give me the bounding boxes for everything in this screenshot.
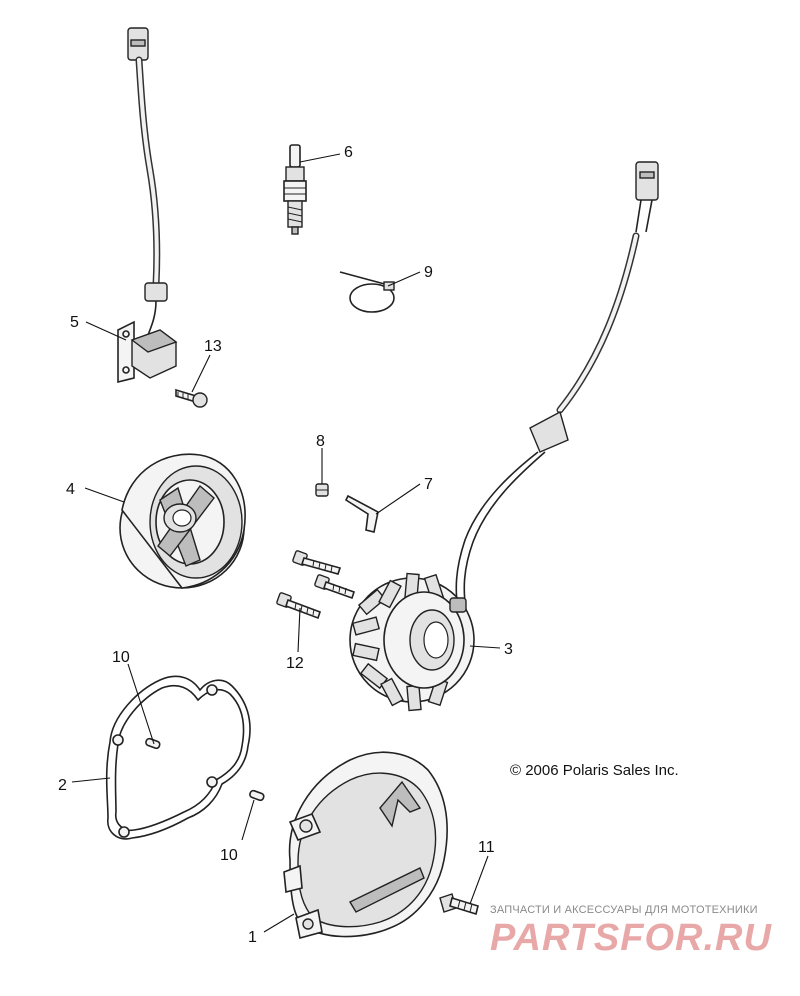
callout-7: 7 [424,476,433,493]
callout-2: 2 [58,777,67,794]
copyright-notice: © 2006 Polaris Sales Inc. [510,762,679,779]
screw-13 [175,388,208,408]
cover-badge [349,867,425,913]
spark-plug [283,144,307,235]
bolts-12 [276,550,356,620]
bolt-8 [315,483,329,497]
cover-rib [379,780,422,828]
dowel-pin-a [145,737,161,750]
watermark: ЗАПЧАСТИ И АКСЕССУАРЫ ДЛЯ МОТОТЕХНИКИ PA… [490,904,772,959]
callout-labels: 1 2 3 4 5 6 7 8 9 10 10 11 12 13 [58,144,513,946]
callout-4: 4 [66,481,75,498]
sensor-bracket [117,320,135,384]
callout-9: 9 [424,264,433,281]
screw-11 [439,893,479,916]
cover-gasket [105,675,251,840]
callout-8: 8 [316,433,325,450]
dowel-pin-b [249,789,265,802]
stator-connector [635,161,659,201]
flywheel [119,453,246,589]
watermark-tagline: ЗАПЧАСТИ И АКСЕССУАРЫ ДЛЯ МОТОТЕХНИКИ [490,904,758,916]
stator-poles [351,572,449,712]
callout-5: 5 [70,314,79,331]
callout-12: 12 [286,655,304,672]
callout-3: 3 [504,641,513,658]
callout-1: 1 [248,929,257,946]
callout-6: 6 [344,144,353,161]
leader-lines [71,153,501,933]
cable-tie [339,271,395,313]
callout-10a: 10 [112,649,130,666]
callout-13: 13 [204,338,222,355]
watermark-brand: PARTSFOR.RU [490,917,772,959]
stator-assembly [349,161,659,712]
bracket-7 [344,494,379,533]
grommet [529,410,569,453]
callout-10b: 10 [220,847,238,864]
pickup-sensor-assembly [117,27,178,384]
callout-11: 11 [478,839,495,856]
stator-cover [283,751,448,939]
